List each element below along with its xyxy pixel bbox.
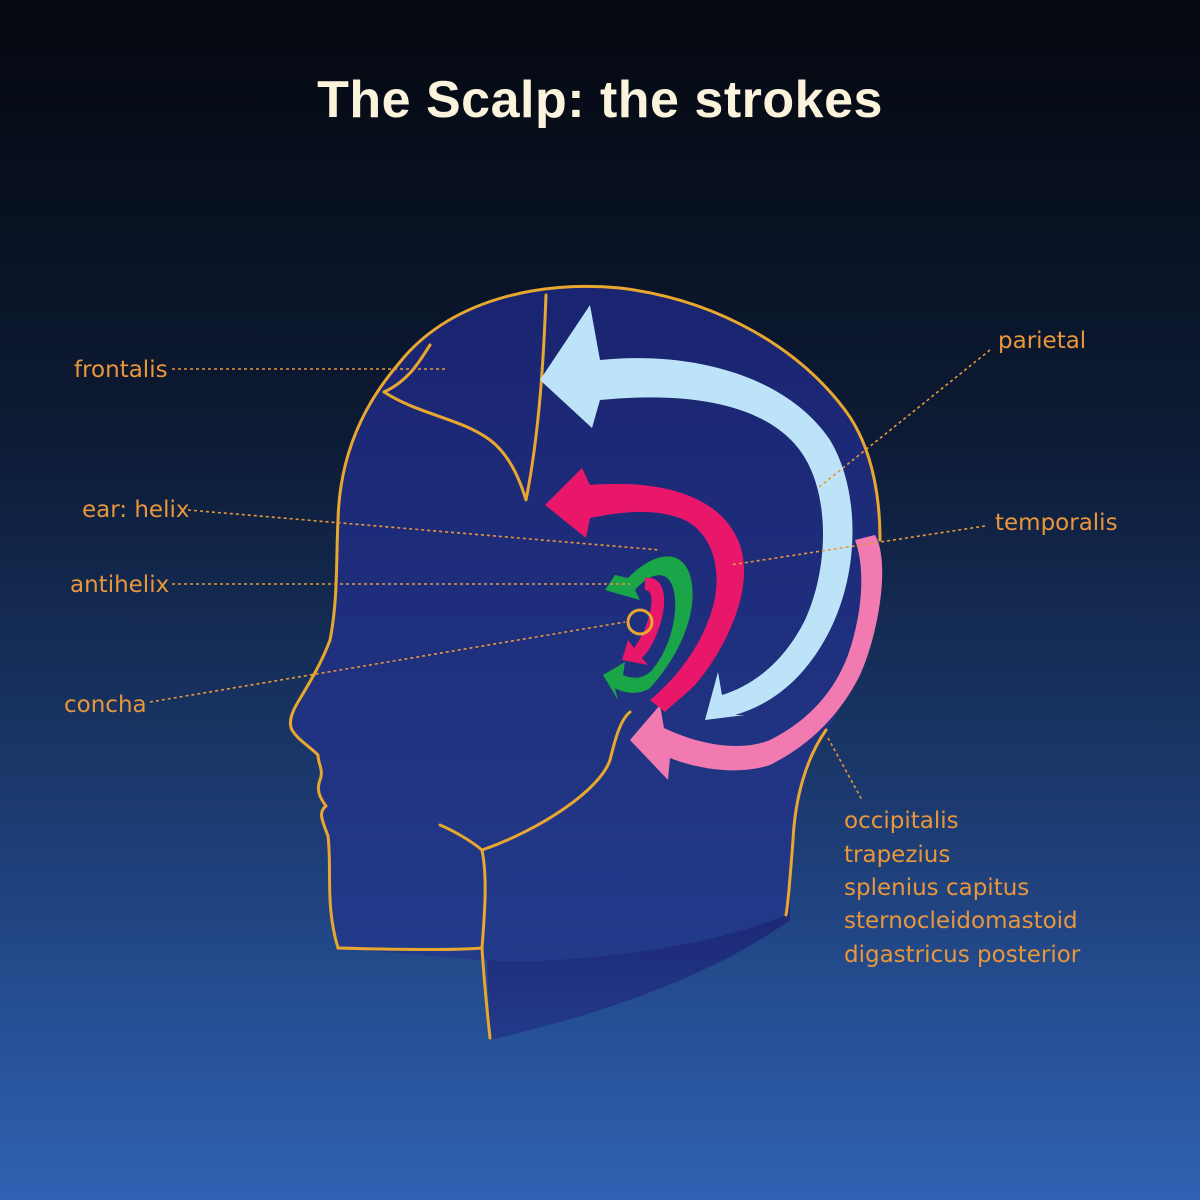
label-antihelix: antihelix	[70, 572, 169, 598]
parietal-leader	[817, 349, 991, 489]
jaw-line	[480, 710, 632, 852]
label-occipitalis: occipitalis	[844, 808, 959, 834]
label-digastricus-posterior: digastricus posterior	[844, 942, 1081, 968]
ear-canal	[626, 608, 654, 636]
concha-leader	[149, 621, 626, 703]
face-outline	[288, 284, 882, 950]
occipital-arrow	[630, 535, 883, 780]
temporalis-leader	[729, 525, 986, 566]
ear-helix-leader	[187, 509, 661, 551]
concha-arrow	[622, 577, 665, 665]
label-concha: concha	[64, 692, 147, 718]
page-title: The Scalp: the strokes	[317, 71, 883, 129]
front-neck-outline	[336, 946, 492, 1040]
head-silhouette	[290, 286, 880, 963]
temporalis-arrow	[545, 468, 744, 712]
label-trapezius: trapezius	[844, 842, 950, 868]
occipital-muscle-list: occipitalis trapezius splenius capitus s…	[844, 808, 1081, 968]
label-ear-helix: ear: helix	[82, 497, 189, 523]
label-temporalis: temporalis	[995, 510, 1118, 536]
occipital-leader	[827, 737, 863, 801]
label-sternocleidomastoid: sternocleidomastoid	[844, 908, 1078, 934]
back-of-neck-outline	[784, 728, 828, 917]
antihelix-arrow	[603, 556, 693, 700]
label-parietal: parietal	[998, 328, 1086, 354]
label-splenius-capitus: splenius capitus	[844, 875, 1029, 901]
frontalis-boundary	[382, 293, 548, 502]
parietal-arrow	[540, 305, 853, 720]
label-frontalis: frontalis	[74, 357, 168, 383]
